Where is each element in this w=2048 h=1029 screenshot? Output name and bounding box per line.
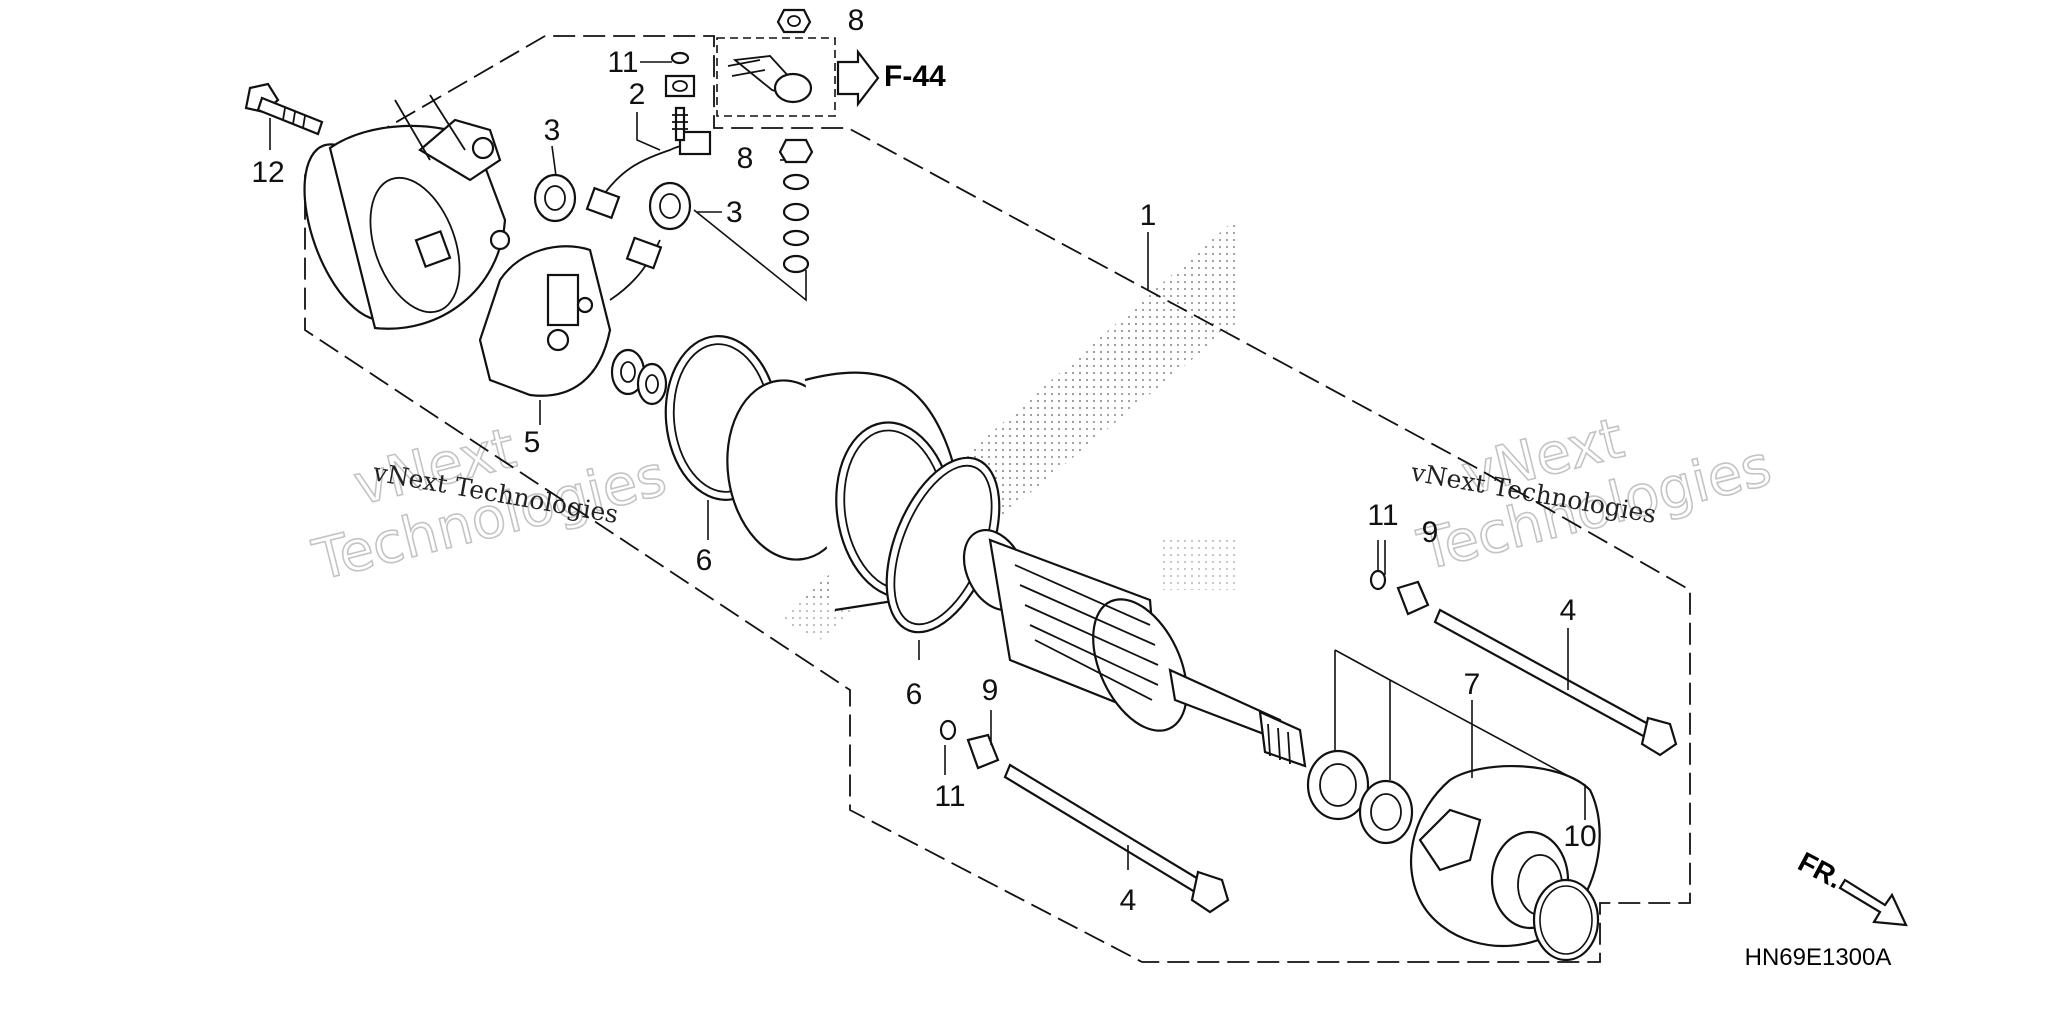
callout-7: 7 — [1464, 668, 1481, 701]
watermark-left: vNext Technologies vNext Technologies — [306, 415, 673, 594]
brush-holder-5 — [478, 236, 663, 397]
watermark-right: vNext Technologies vNext Technologies — [1408, 405, 1778, 584]
callout-10: 10 — [1563, 820, 1596, 853]
callout-11a: 11 — [607, 46, 638, 79]
springs-3 — [533, 173, 692, 231]
callout-3a: 3 — [544, 114, 561, 147]
callout-6a: 6 — [696, 544, 713, 577]
o-ring-6-right — [885, 456, 1001, 634]
reference-box: F-44 — [716, 37, 946, 117]
callout-2: 2 — [629, 78, 646, 111]
callout-1: 1 — [1140, 199, 1157, 232]
bearing-10-b — [1358, 779, 1414, 845]
callout-11b: 11 — [1367, 499, 1398, 532]
callout-9b: 9 — [1422, 516, 1439, 549]
through-bolt-4-upper — [1369, 569, 1678, 757]
assembly-outline — [304, 35, 1691, 963]
bearing-10-a — [1306, 749, 1370, 821]
washers-left — [610, 348, 668, 406]
callout-8a: 8 — [848, 4, 865, 37]
callout-9a: 9 — [982, 674, 999, 707]
callout-4b: 4 — [1120, 884, 1137, 917]
reference-label: F-44 — [884, 60, 946, 93]
terminal-nut-11 — [664, 51, 696, 98]
front-arrow-icon — [1838, 878, 1908, 927]
callout-5: 5 — [524, 426, 541, 459]
callout-11c: 11 — [934, 780, 965, 813]
armature — [962, 529, 1307, 768]
callout-8b: 8 — [737, 142, 754, 175]
diagram-code: HN69E1300A — [1745, 944, 1892, 971]
leader-lines — [269, 61, 1586, 870]
nut-8-top — [776, 8, 812, 34]
front-direction: FR. — [1793, 846, 1908, 927]
callout-12: 12 — [251, 156, 284, 189]
callout-3b: 3 — [726, 196, 743, 229]
callout-6b: 6 — [906, 678, 923, 711]
callout-4a: 4 — [1560, 594, 1577, 627]
rear-cover — [303, 94, 511, 330]
brush-2 — [585, 106, 712, 220]
callouts: 1 2 3 3 4 4 5 6 6 7 8 8 9 9 10 11 11 11 … — [251, 4, 1596, 917]
washer-stack-8 — [778, 138, 814, 274]
reference-arrow-icon — [836, 48, 880, 108]
bolt-12 — [244, 82, 324, 136]
through-bolt-4-lower — [939, 719, 1230, 914]
o-ring-10 — [1532, 878, 1600, 962]
